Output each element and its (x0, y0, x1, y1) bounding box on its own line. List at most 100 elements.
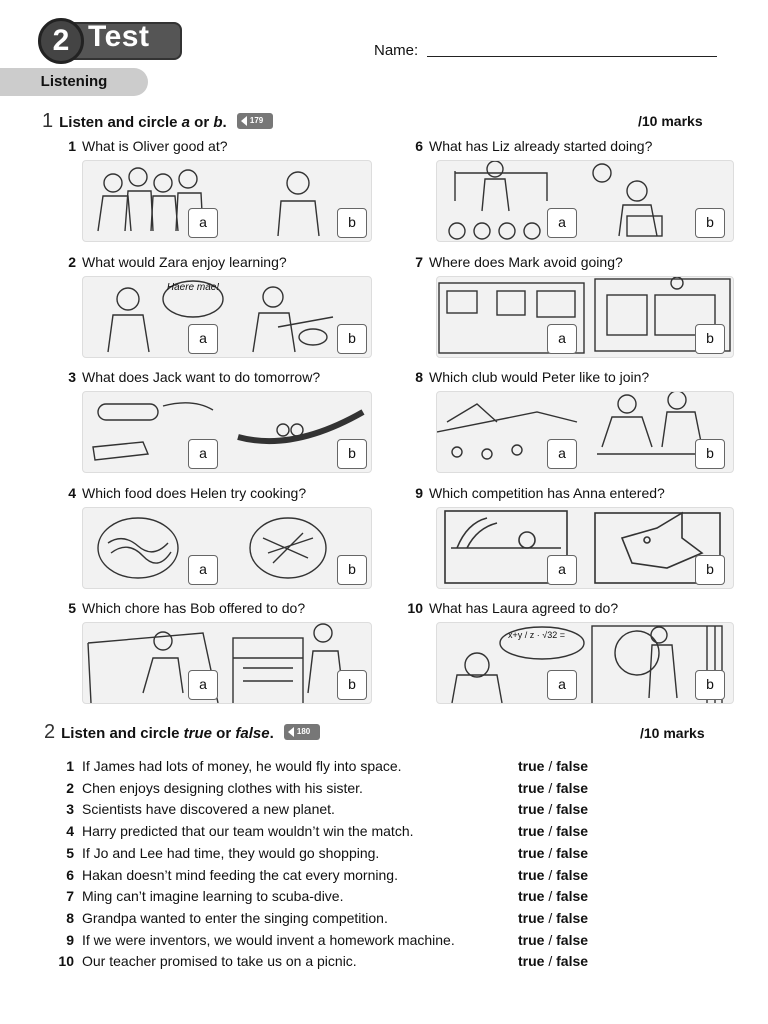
slash: / (544, 779, 557, 796)
false-option[interactable]: false (556, 844, 589, 861)
question-5-illustration (82, 622, 372, 704)
true-option[interactable]: true (518, 931, 545, 948)
name-label: Name: (374, 42, 419, 59)
statement-number: 3 (66, 801, 74, 818)
true-option[interactable]: true (518, 844, 545, 861)
question-number: 6 (415, 138, 423, 154)
question-text: Which food does Helen try cooking? (82, 484, 307, 501)
true-false-choice: true / false (518, 801, 588, 817)
question-3-option-b[interactable]: b (337, 439, 367, 469)
exercise-2-number: 2 (44, 721, 56, 743)
question-number: 1 (68, 138, 76, 154)
false-option[interactable]: false (556, 953, 589, 970)
question-2-option-b[interactable]: b (337, 323, 367, 354)
audio-track-number: 180 (296, 727, 311, 737)
question-5-option-a[interactable]: a (188, 670, 218, 700)
true-option[interactable]: true (518, 779, 545, 796)
question-text: Which competition has Anna entered? (429, 484, 665, 501)
question-8-option-b[interactable]: b (695, 439, 725, 469)
exercise-1-marks: /10 marks (638, 113, 703, 129)
true-option[interactable]: true (518, 823, 545, 840)
question-7-option-b[interactable]: b (695, 323, 725, 354)
question-text: Where does Mark avoid going? (429, 253, 623, 270)
question-text: What would Zara enjoy learning? (82, 253, 287, 270)
question-text: Which chore has Bob offered to do? (82, 600, 306, 616)
question-1-option-a[interactable]: a (188, 208, 218, 238)
question-2-option-a[interactable]: a (188, 323, 218, 354)
question-8-option-a[interactable]: a (547, 439, 577, 469)
question-6-option-b[interactable]: b (695, 208, 725, 238)
slash: / (544, 844, 557, 861)
question-7-illustration (436, 275, 734, 358)
audio-track-179[interactable]: 179 (236, 113, 273, 130)
true-option[interactable]: true (518, 866, 545, 883)
statement-text: Grandpa wanted to enter the singing comp… (82, 909, 388, 926)
question-9-option-a[interactable]: a (547, 554, 577, 585)
exercise-2-title-end: . (269, 725, 274, 742)
true-false-choice: true / false (518, 932, 588, 948)
true-false-choice: true / false (518, 953, 588, 969)
question-5-option-b[interactable]: b (337, 670, 367, 700)
false-option[interactable]: false (556, 931, 589, 948)
true-option[interactable]: true (518, 888, 545, 905)
slash: / (544, 888, 557, 905)
exercise-1-title-or: or (190, 114, 214, 131)
slash: / (544, 758, 557, 774)
exercise-1-title-a: a (181, 114, 191, 131)
statement-10: 10 Our teacher promised to take us on a p… (56, 953, 616, 973)
question-1-option-b[interactable]: b (337, 208, 367, 238)
name-line[interactable] (427, 56, 717, 57)
question-4-illustration (82, 506, 372, 589)
statement-text: If James had lots of money, he would fly… (82, 758, 402, 774)
false-option[interactable]: false (556, 823, 589, 840)
slash: / (544, 909, 557, 926)
statement-number: 10 (58, 953, 74, 970)
question-7-option-a[interactable]: a (547, 323, 577, 354)
exercise-2-title-true: true (183, 725, 213, 742)
question-number: 8 (415, 369, 423, 385)
question-text: What does Jack want to do tomorrow? (82, 369, 321, 385)
math-board-text: x+y / z · √32 = (508, 630, 565, 640)
question-9: 9 Which competition has Anna entered? (405, 485, 665, 501)
question-4-option-a[interactable]: a (188, 554, 218, 585)
question-text: What has Liz already started doing? (429, 138, 653, 154)
true-option[interactable]: true (518, 801, 545, 818)
true-false-choice: true / false (518, 910, 588, 926)
question-4-option-b[interactable]: b (337, 554, 367, 585)
question-6-option-a[interactable]: a (547, 208, 577, 238)
exercise-1-title-end: . (222, 114, 227, 131)
question-number: 9 (415, 484, 423, 501)
question-3-option-a[interactable]: a (188, 439, 218, 469)
slash: / (544, 953, 557, 970)
false-option[interactable]: false (556, 779, 589, 796)
question-6: 6 What has Liz already started doing? (405, 138, 652, 154)
true-option[interactable]: true (518, 758, 545, 774)
statement-number: 9 (66, 931, 74, 948)
statement-text: Our teacher promised to take us on a pic… (82, 953, 357, 970)
false-option[interactable]: false (556, 888, 589, 905)
false-option[interactable]: false (556, 909, 589, 926)
false-option[interactable]: false (556, 758, 589, 774)
question-10-option-b[interactable]: b (695, 670, 725, 700)
question-number: 10 (407, 600, 423, 616)
false-option[interactable]: false (556, 866, 589, 883)
question-3-illustration (82, 391, 372, 473)
question-10-option-a[interactable]: a (547, 670, 577, 700)
statement-number: 2 (66, 779, 74, 796)
false-option[interactable]: false (556, 801, 589, 818)
question-text: Which club would Peter like to join? (429, 369, 650, 385)
test-badge: 2 Test (38, 18, 182, 64)
true-option[interactable]: true (518, 909, 545, 926)
exercise-2-title-or: or (212, 725, 236, 742)
question-9-option-b[interactable]: b (695, 554, 725, 585)
true-option[interactable]: true (518, 953, 545, 970)
exercise-2-title-false: false (235, 725, 270, 742)
audio-track-180[interactable]: 180 (283, 724, 320, 741)
